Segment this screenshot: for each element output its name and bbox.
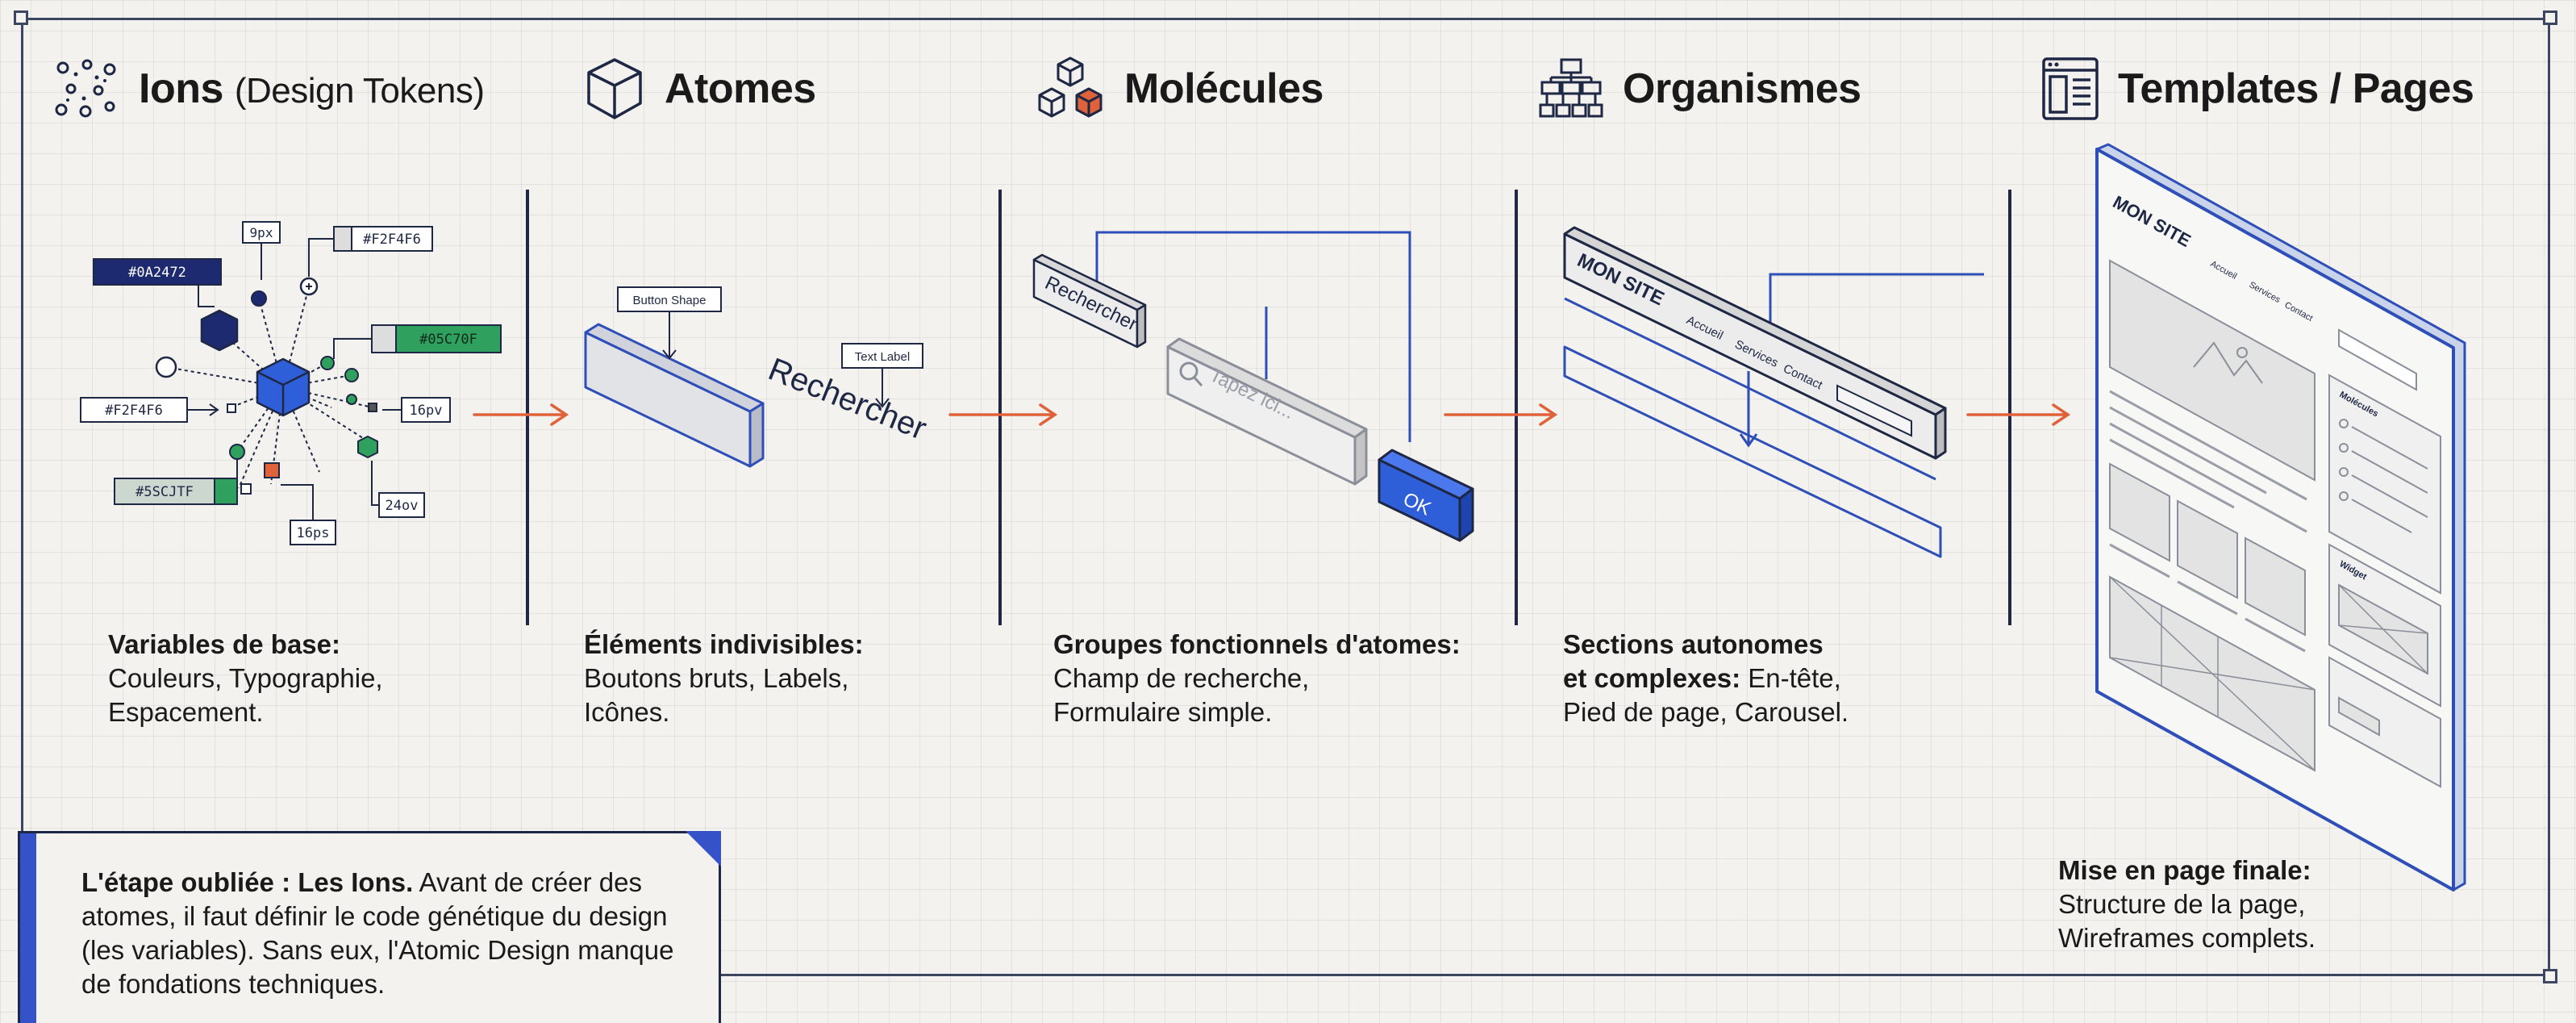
navy-token-cube [200, 309, 239, 352]
column-divider [1515, 190, 1518, 625]
cubes-cluster-icon [1038, 56, 1103, 118]
svg-text:16pv: 16pv [410, 403, 443, 419]
frame-corner [2543, 10, 2557, 25]
button-shape-label: Button Shape [617, 286, 722, 360]
column-divider [2008, 190, 2011, 625]
arrow-right-icon [1444, 403, 1558, 426]
frame-corner [2543, 969, 2557, 983]
column-title: Atomes [665, 65, 816, 112]
svg-text:#F2F4F6: #F2F4F6 [105, 403, 163, 419]
description-templates: Mise en page finale: Structure de la pag… [2058, 854, 2315, 955]
description-atomes: Éléments indivisibles: Boutons bruts, La… [584, 628, 864, 729]
svg-text:24ov: 24ov [386, 498, 419, 514]
description-line: Formulaire simple. [1053, 697, 1273, 727]
token-tag: 9px [242, 221, 281, 280]
svg-text:16ps: 16ps [297, 525, 330, 541]
header-search-box [1836, 384, 1912, 437]
column-title: Ions (Design Tokens) [139, 65, 485, 112]
template-diagram: MON SITE Accueil Services Contact Molécu… [2095, 143, 2466, 891]
svg-text:#05C70F: #05C70F [419, 332, 477, 348]
svg-text:Text Label: Text Label [855, 350, 910, 364]
description-line: Boutons bruts, Labels, [584, 663, 849, 693]
token-tag: #F2F4F6 [80, 397, 219, 423]
description-molecules: Groupes fonctionnels d'atomes: Champ de … [1053, 628, 1461, 729]
page-card [2177, 499, 2238, 599]
token-tag: #0A2472 [93, 258, 222, 307]
atoms-diagram: Button Shape Text Label Rechercher [584, 286, 932, 468]
description-bold: Mise en page finale: [2058, 855, 2311, 885]
column-title: Organismes [1623, 65, 1861, 112]
token-tag: #5SCJTF [114, 459, 238, 505]
header-ions: Ions (Design Tokens) [52, 52, 485, 126]
text-label-tag: Text Label [841, 343, 923, 408]
diagram-frame [21, 18, 2550, 976]
note-corner-fold [686, 831, 721, 866]
token-tag: #05C70F [333, 324, 502, 359]
description-line: Wireframes complets. [2058, 923, 2316, 953]
header-molecules: Molécules [1034, 52, 1323, 126]
note-text: L'étape oubliée : Les Ions. Avant de cré… [81, 867, 674, 999]
token-tag: 16pv [382, 397, 451, 423]
column-title: Molécules [1124, 65, 1323, 112]
description-line: Pied de page, Carousel. [1563, 697, 1849, 727]
note-accent-bar [20, 833, 36, 1023]
search-icon [1179, 361, 1203, 387]
svg-text:#0A2472: #0A2472 [128, 265, 186, 281]
image-icon [2193, 341, 2263, 384]
page-card [2245, 537, 2306, 637]
arrow-right-icon [948, 403, 1058, 426]
page-hero-image [2109, 259, 2315, 482]
description-line: Icônes. [584, 697, 670, 727]
column-divider [526, 190, 529, 625]
arrow-right-icon [1966, 403, 2071, 426]
page-search-box [2338, 328, 2417, 391]
description-line-mixed: et complexes: En-tête, [1563, 663, 1841, 693]
description-organismes: Sections autonomes et complexes: En-tête… [1563, 628, 1849, 729]
header-templates: Templates / Pages [2040, 52, 2474, 126]
central-token-cube [256, 357, 311, 417]
header-atomes: Atomes [582, 52, 816, 126]
ions-diagram: 9px #F2F4F6 #0A2472 #05C70F #F2F4F6 16pv… [80, 221, 502, 545]
page-sidebar-widget [2328, 656, 2441, 788]
frame-corner [14, 10, 28, 25]
token-tag: #F2F4F6 [308, 226, 433, 277]
description-ions: Variables de base: Couleurs, Typographie… [108, 628, 383, 729]
description-bold: Groupes fonctionnels d'atomes: [1053, 629, 1461, 659]
svg-text:#F2F4F6: #F2F4F6 [363, 232, 421, 248]
ok-button [1378, 449, 1474, 542]
page-card [2109, 462, 2170, 562]
arrow-right-icon [473, 403, 569, 426]
sitemap-icon [1539, 58, 1603, 118]
page-layout-icon [2042, 57, 2099, 120]
token-tag: 24ov [371, 461, 425, 518]
ions-note-callout: L'étape oubliée : Les Ions. Avant de cré… [18, 831, 721, 1023]
cube-icon [587, 58, 642, 119]
search-input-atom [1166, 337, 1368, 486]
content-organism-outline [1563, 345, 1942, 558]
description-bold: Sections autonomes [1563, 629, 1824, 659]
column-title: Templates / Pages [2118, 65, 2474, 112]
description-bold: Variables de base: [108, 629, 340, 659]
description-line: Structure de la page, [2058, 889, 2306, 919]
search-button-atom [1032, 253, 1147, 349]
content-organism-outline [1564, 297, 1936, 481]
button-shape-atom [584, 323, 765, 468]
svg-text:#5SCJTF: #5SCJTF [135, 484, 194, 500]
token-tag: 16ps [281, 484, 336, 545]
molecule-dots-icon [55, 59, 116, 118]
description-line: Espacement. [108, 697, 264, 727]
column-divider [998, 190, 1002, 625]
description-line: Couleurs, Typographie, [108, 663, 383, 693]
description-line: Champ de recherche, [1053, 663, 1310, 693]
description-bold: Éléments indivisibles: [584, 629, 864, 659]
header-organismes: Organismes [1537, 52, 1861, 126]
molecules-diagram: Rechercher Tapez ici... OK [1032, 231, 1474, 542]
organisms-diagram: MON SITE Accueil Services Contact [1563, 226, 1984, 558]
svg-text:Button Shape: Button Shape [633, 294, 707, 307]
svg-text:9px: 9px [250, 225, 273, 240]
